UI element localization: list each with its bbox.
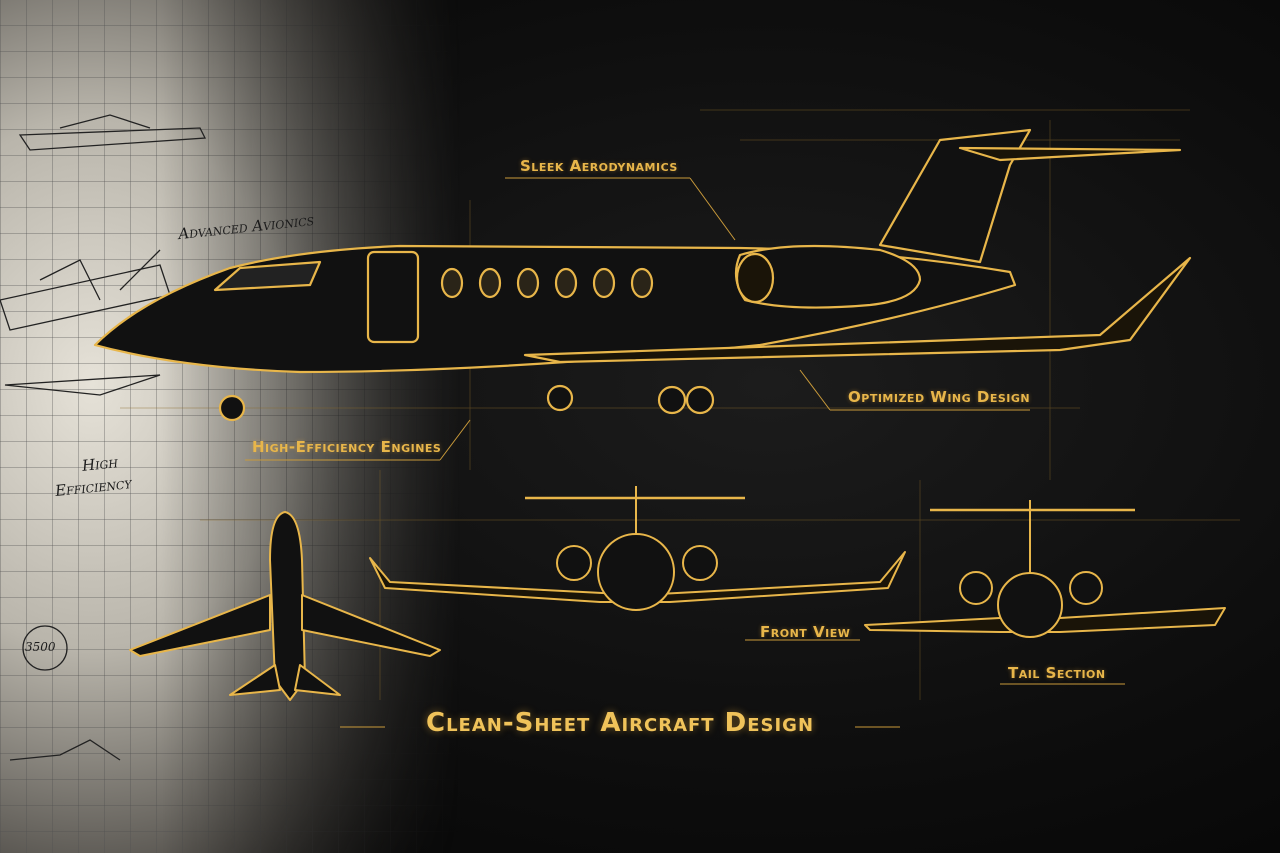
side-view-wing <box>523 256 1192 364</box>
side-view-windows <box>440 267 654 299</box>
sketch-note-high: High <box>81 453 119 475</box>
label-leaders <box>245 177 1125 728</box>
label-front-view: Front View <box>760 623 851 641</box>
top-view-wings <box>129 594 441 657</box>
label-sleek-aerodynamics: Sleek Aerodynamics <box>520 157 678 175</box>
sketch-note-number: 3500 <box>25 640 56 654</box>
side-view-engine <box>734 244 922 309</box>
side-view-cockpit <box>213 260 322 292</box>
sketch-paper-grid <box>0 0 460 853</box>
pencil-sketches <box>0 114 207 761</box>
top-view-fuselage <box>269 511 306 701</box>
side-view-horizontal-stabilizer <box>958 146 1182 162</box>
front-view-fuselage <box>597 533 675 611</box>
side-view-door <box>366 250 420 344</box>
label-tail-section: Tail Section <box>1008 664 1106 682</box>
tail-view-fuselage <box>997 572 1063 638</box>
construction-lines <box>120 109 1240 700</box>
label-high-efficiency-engines: High-Efficiency Engines <box>252 438 442 456</box>
main-title: Clean-Sheet Aircraft Design <box>425 708 815 738</box>
front-view-wings <box>369 551 906 603</box>
label-optimized-wing-design: Optimized Wing Design <box>848 388 1031 406</box>
top-view-tailplane <box>229 664 341 696</box>
